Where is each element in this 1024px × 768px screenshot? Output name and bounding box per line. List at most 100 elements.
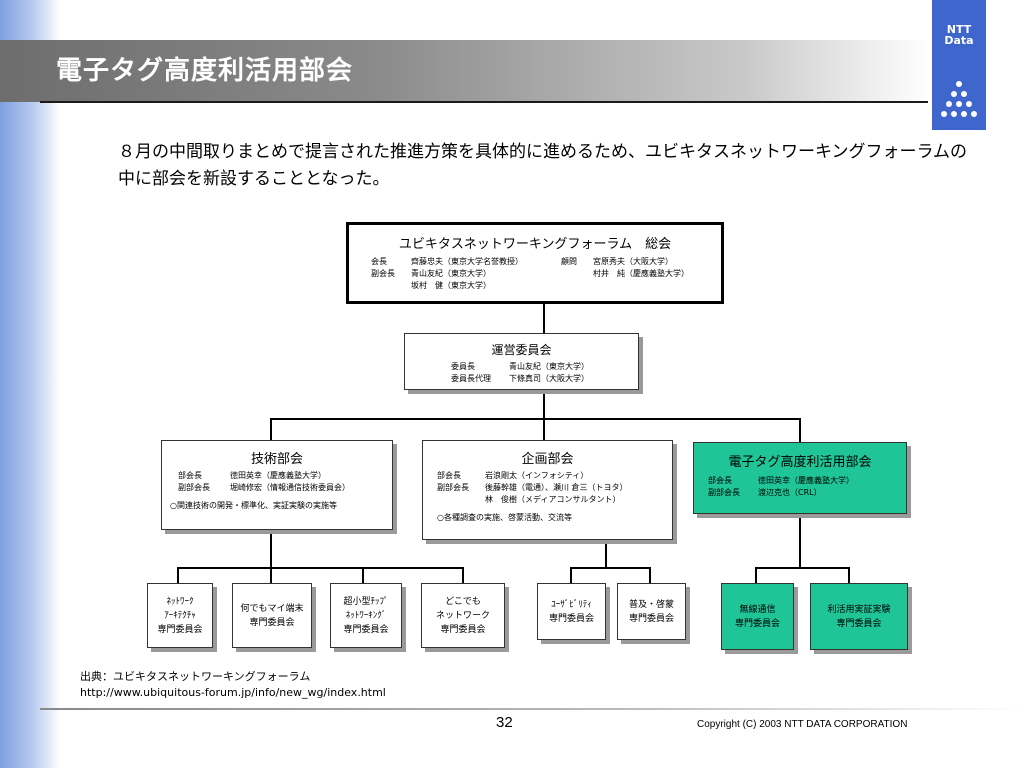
rfid-subcommittee-title: 電子タグ高度利活用部会 [728,455,872,470]
connector-line [462,567,464,584]
connector-line [848,567,850,584]
member-name: 村井 純（慶應義塾大学） [593,269,689,278]
committee-label: 何でもマイ端末 [240,603,304,614]
member-row: 副部会長 渡辺克也（CRL） [708,487,906,499]
member-row: 副部会長 堀崎修宏（情報通信技術委員会） [178,482,392,494]
committee-anywhere-network: どこでも ネットワーク 専門委員会 [421,583,505,648]
role-label: 顧問 [561,257,577,266]
member-row: 副会長 青山友紀（東京大学） 村井 純（慶應義塾大学） [371,268,721,280]
logo-text-ntt: NTT [946,23,972,36]
member-row: 委員長 青山友紀（東京大学） [451,361,638,373]
role-label: 副部会長 [178,483,210,492]
member-row: 会長 齊藤忠夫（東京大学名誉教授） 顧問 宮原秀夫（大阪大学） [371,256,721,268]
committee-usability: ﾕｰｻﾞﾋﾞﾘﾃｨ 専門委員会 [537,583,606,640]
member-name: 岩浪剛太（インフォシティ） [485,471,589,480]
left-gradient-band [0,0,60,768]
member-name: 徳田英幸（慶應義塾大学） [230,471,326,480]
connector-line [570,567,650,569]
committee-wireless: 無線通信 専門委員会 [721,583,794,650]
member-row: 副部会長 後藤幹雄（電通）、瀬川 倉三（トヨタ） [437,482,672,494]
committee-label: 無線通信 [739,604,776,615]
role-label: 副部会長 [437,483,469,492]
tech-subcommittee-title: 技術部会 [250,452,303,467]
member-row: 委員長代理下條真司（大阪大学） [451,373,638,385]
member-name: 青山友紀（東京大学） [411,269,491,278]
role-label: 副部会長 [708,488,740,497]
connector-line [570,567,572,584]
committee-label: 専門委員会 [343,624,389,635]
connector-line [605,541,607,568]
committee-label: 超小型ﾁｯﾌﾟ [343,596,389,607]
general-assembly-box: ユビキタスネットワーキングフォーラム 総会 会長 齊藤忠夫（東京大学名誉教授） 顧問… [346,222,724,304]
role-label: 委員長 [451,362,475,371]
member-name: 宮原秀夫（大阪大学） [593,257,673,266]
committee-label: ﾕｰｻﾞﾋﾞﾘﾃｨ [551,599,592,610]
connector-line [649,567,651,584]
connector-line [755,567,757,584]
steering-committee-box: 運営委員会 委員長 青山友紀（東京大学） 委員長代理下條真司（大阪大学） [404,333,639,390]
member-row: 部会長岩浪剛太（インフォシティ） [437,470,672,482]
member-name: 渡辺克也（CRL） [758,488,822,497]
connector-line [799,515,801,568]
logo-dots-icon [941,81,977,117]
footer-divider [40,708,1024,710]
committee-label: ﾈｯﾄﾜｰｸ [166,596,194,607]
committee-label: 専門委員会 [836,618,882,629]
tech-subcommittee-note: ○関連技術の開発・標準化、実証実験の実施等 [170,501,337,510]
member-name: 下條真司（大阪大学） [509,374,589,383]
source-citation: 出典：ユビキタスネットワーキングフォーラム http://www.ubiquit… [80,669,386,701]
logo-text-data: Data [944,34,974,47]
committee-micro-chip: 超小型ﾁｯﾌﾟ ﾈｯﾄﾜｰｷﾝｸﾞ 専門委員会 [330,583,402,648]
member-name: 齊藤忠夫（東京大学名誉教授） [411,257,523,266]
connector-line [799,418,801,442]
connector-line [270,418,272,442]
member-row: 部会長 徳田英幸（慶應義塾大学） [708,475,906,487]
connector-line [755,567,850,569]
committee-label: 専門委員会 [440,624,486,635]
steering-committee-title: 運営委員会 [491,343,552,357]
page-number: 32 [496,714,513,731]
title-bar [0,40,930,102]
planning-subcommittee-box: 企画部会 部会長岩浪剛太（インフォシティ） 副部会長 後藤幹雄（電通）、瀬川 倉三… [422,440,673,540]
role-label: 会長 [371,257,387,266]
committee-label: 専門委員会 [548,613,594,624]
committee-label: 普及・啓蒙 [628,599,674,610]
connector-line [362,567,364,584]
member-name: 坂村 健（東京大学） [411,281,491,290]
member-row: 坂村 健（東京大学） [371,280,721,292]
copyright-text: Copyright (C) 2003 NTT DATA CORPORATION [697,719,908,730]
committee-label: ｱｰｷﾃｸﾁｬ [164,610,196,621]
member-name: 後藤幹雄（電通）、瀬川 倉三（トヨタ） [485,483,628,492]
connector-line [270,567,272,584]
planning-subcommittee-title: 企画部会 [521,452,574,467]
role-label: 副会長 [371,269,395,278]
committee-network-architecture: ﾈｯﾄﾜｰｸ ｱｰｷﾃｸﾁｬ 専門委員会 [147,583,213,648]
connector-line [270,418,800,420]
committee-any-terminal: 何でもマイ端末 専門委員会 [232,583,312,648]
member-name: 青山友紀（東京大学） [509,362,589,371]
rfid-subcommittee-box: 電子タグ高度利活用部会 部会長 徳田英幸（慶應義塾大学） 副部会長 渡辺克也（CRL… [693,442,907,514]
role-label: 部会長 [708,476,732,485]
source-label: 出典：ユビキタスネットワーキングフォーラム [80,670,311,683]
member-row: 部会長 徳田英幸（慶應義塾大学） [178,470,392,482]
general-assembly-title: ユビキタスネットワーキングフォーラム 総会 [398,237,672,252]
connector-line [270,530,272,568]
committee-label: 利活用実証実験 [827,604,891,615]
member-name: 徳田英幸（慶應義塾大学） [758,476,854,485]
slide-title: 電子タグ高度利活用部会 [56,56,354,86]
connector-line [543,418,545,442]
committee-label: 専門委員会 [628,613,674,624]
source-url[interactable]: http://www.ubiquitous-forum.jp/info/new_… [80,686,386,699]
committee-label: 専門委員会 [734,618,780,629]
planning-subcommittee-note: ○各種調査の実施、啓蒙活動、交流等 [437,513,572,522]
committee-label: ネットワーク [435,610,490,621]
committee-label: ﾈｯﾄﾜｰｷﾝｸﾞ [345,610,387,621]
title-divider [40,101,928,103]
role-label: 部会長 [178,471,202,480]
committee-label: 専門委員会 [249,617,295,628]
intro-text: ８月の中間取りまとめで提言された推進方策を具体的に進めるため、ユビキタスネットワ… [118,142,967,189]
member-name: 林 俊樹（メディアコンサルタント） [485,495,621,504]
member-name: 堀崎修宏（情報通信技術委員会） [230,483,350,492]
committee-label: 専門委員会 [157,624,203,635]
ntt-data-logo: NTT Data [932,0,986,130]
